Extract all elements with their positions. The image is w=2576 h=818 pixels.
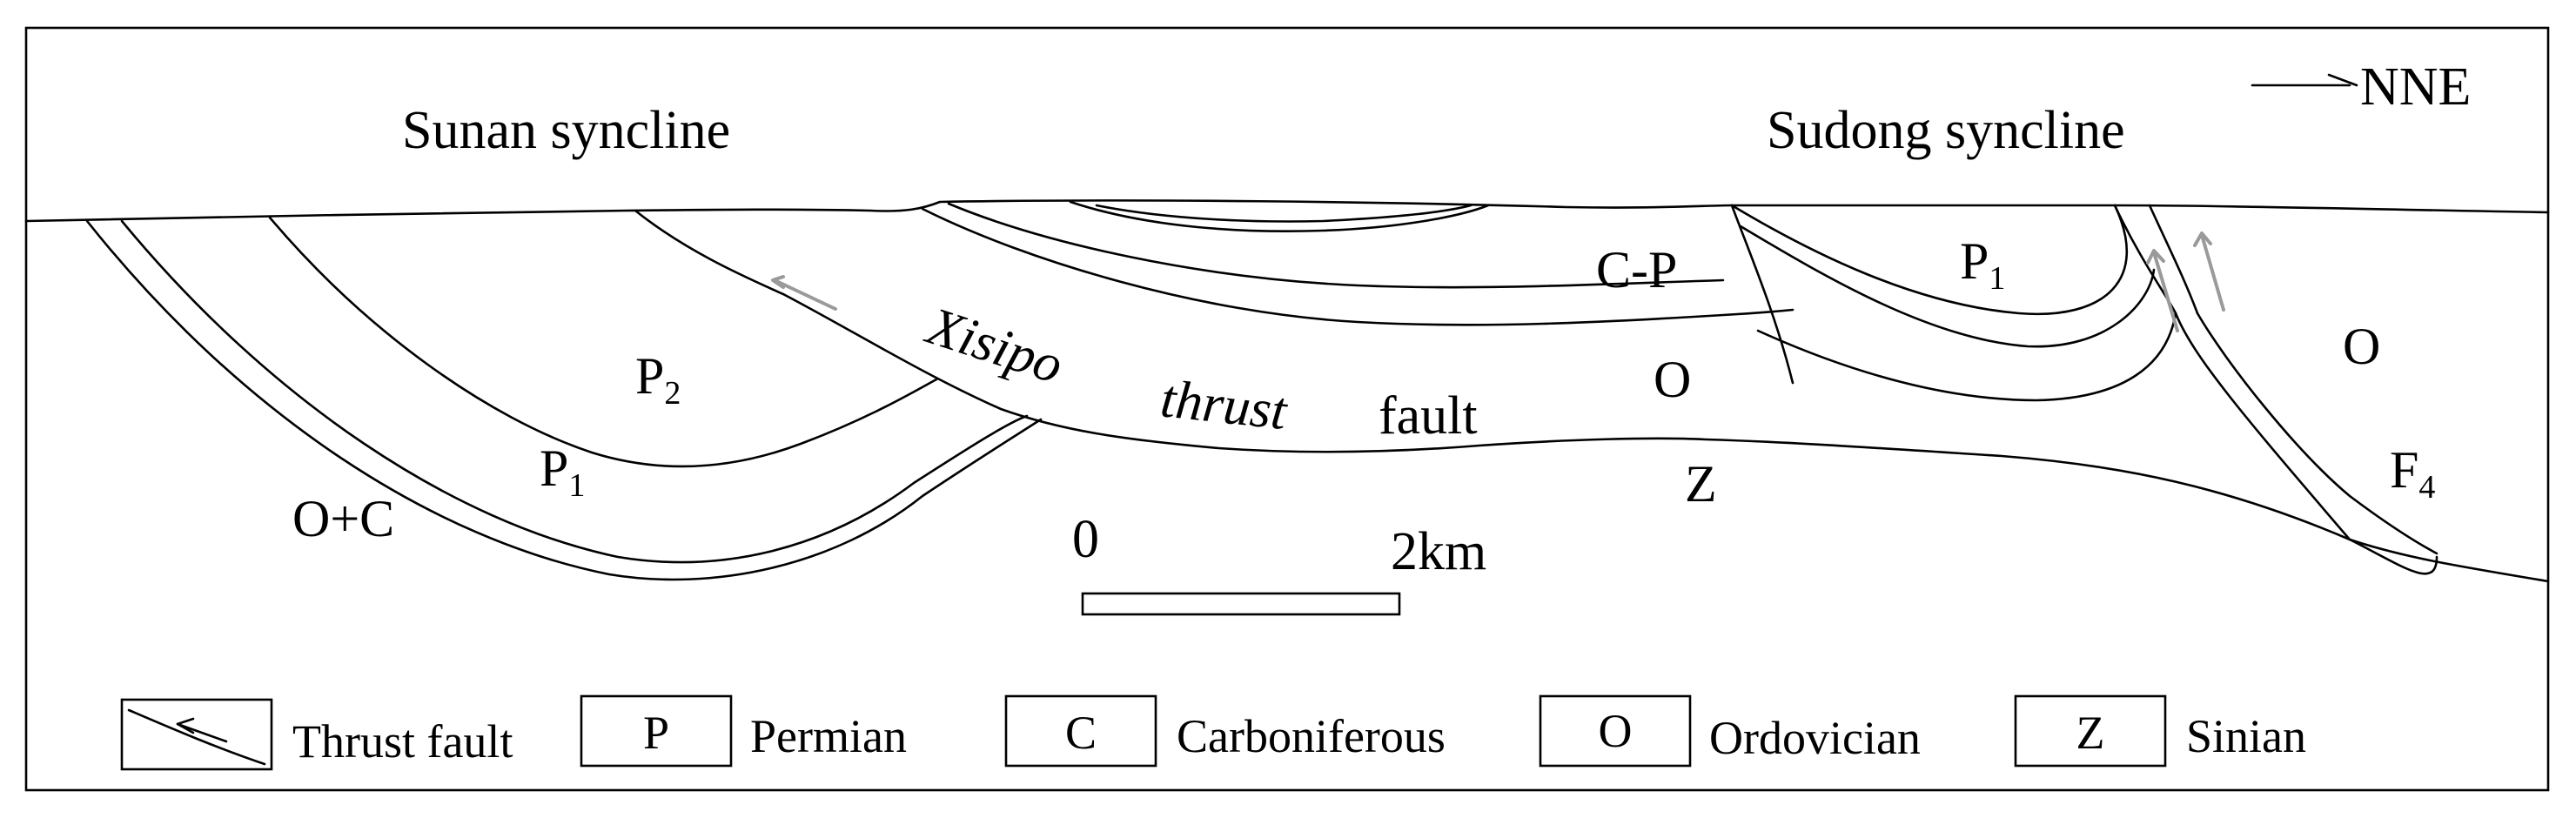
unit-label-p1-right: P1 — [1960, 232, 2005, 297]
unit-label-p2: P2 — [635, 347, 681, 412]
f4-fault-line — [2196, 312, 2438, 555]
legend-label-ordovician: Ordovician — [1709, 712, 1921, 764]
north-arrow-icon — [2251, 73, 2358, 87]
legend-item-carboniferous: C Carboniferous — [1004, 694, 1446, 768]
legend-label-sinian: Sinian — [2186, 710, 2306, 762]
mid-layer-line-1 — [921, 207, 1794, 326]
thrust-direction-arrow-right-1-icon — [2146, 249, 2179, 332]
legend: Thrust fault P Permian C Carboniferous O… — [120, 694, 2306, 771]
right-layer-line-3 — [1756, 312, 2177, 402]
mid-layer-line-4 — [1095, 204, 1472, 223]
legend-ordovician-box — [1539, 694, 1692, 768]
legend-item-sinian: Z Sinian — [2014, 694, 2306, 768]
legend-symbol-o: O — [1599, 705, 1633, 757]
left-layer-line-2 — [120, 219, 1029, 564]
sunan-syncline-title: Sunan syncline — [402, 101, 730, 160]
unit-label-p1-left: P1 — [540, 439, 585, 504]
unit-label-c-p: C-P — [1596, 241, 1677, 298]
right-layer-line-1 — [1730, 204, 2129, 316]
legend-label-permian: Permian — [750, 710, 907, 762]
unit-label-o-c: O+C — [292, 490, 394, 547]
legend-item-thrust-fault: Thrust fault — [120, 698, 513, 771]
left-layer-line-1 — [85, 219, 1043, 581]
scale-bar — [1081, 592, 1401, 616]
direction-label: NNE — [2360, 57, 2471, 117]
legend-sinian-box — [2014, 694, 2167, 768]
small-fault-line — [1730, 204, 1794, 385]
right-fault-zone-line-1 — [2113, 204, 2438, 575]
legend-symbol-c: C — [1065, 707, 1097, 759]
legend-symbol-z: Z — [2076, 707, 2105, 759]
scale-zero-label: 0 — [1072, 510, 1099, 569]
unit-label-o-mid: O — [1654, 351, 1691, 408]
mid-layer-line-3 — [1069, 200, 1490, 232]
right-fault-zone-line-2 — [2148, 204, 2199, 315]
thrust-fault-symbol-icon — [127, 708, 266, 766]
unit-label-z: Z — [1685, 455, 1717, 513]
thrust-fault-symbol-arrowhead-icon — [176, 717, 195, 734]
mid-layer-line-2 — [947, 202, 1725, 289]
xisipo-thrust-fault — [782, 292, 2550, 583]
scale-length-label: 2km — [1391, 522, 1486, 581]
thrust-fault-symbol-arrow-icon — [176, 722, 228, 743]
legend-permian-box — [580, 694, 733, 768]
legend-label-thrust-fault: Thrust fault — [292, 715, 513, 768]
legend-item-ordovician: O Ordovician — [1539, 694, 1921, 768]
left-layer-line-4 — [634, 209, 785, 296]
left-layer-line-3 — [268, 216, 938, 468]
thrust-direction-arrow-right-2-icon — [2193, 231, 2225, 312]
thrust-direction-arrow-left-icon — [771, 275, 837, 311]
diagram-frame — [24, 26, 2550, 792]
legend-item-permian: P Permian — [580, 694, 907, 768]
unit-label-o-right: O — [2343, 318, 2380, 375]
sudong-syncline-title: Sudong syncline — [1767, 101, 2125, 160]
legend-symbol-p: P — [643, 707, 669, 759]
fault-label-fault: fault — [1379, 386, 1478, 446]
fault-label-thrust: thrust — [1158, 369, 1291, 441]
right-layer-line-2 — [1739, 225, 2156, 348]
legend-carboniferous-box — [1004, 694, 1157, 768]
legend-label-carboniferous: Carboniferous — [1177, 710, 1446, 762]
unit-label-f4: F4 — [2390, 441, 2435, 506]
